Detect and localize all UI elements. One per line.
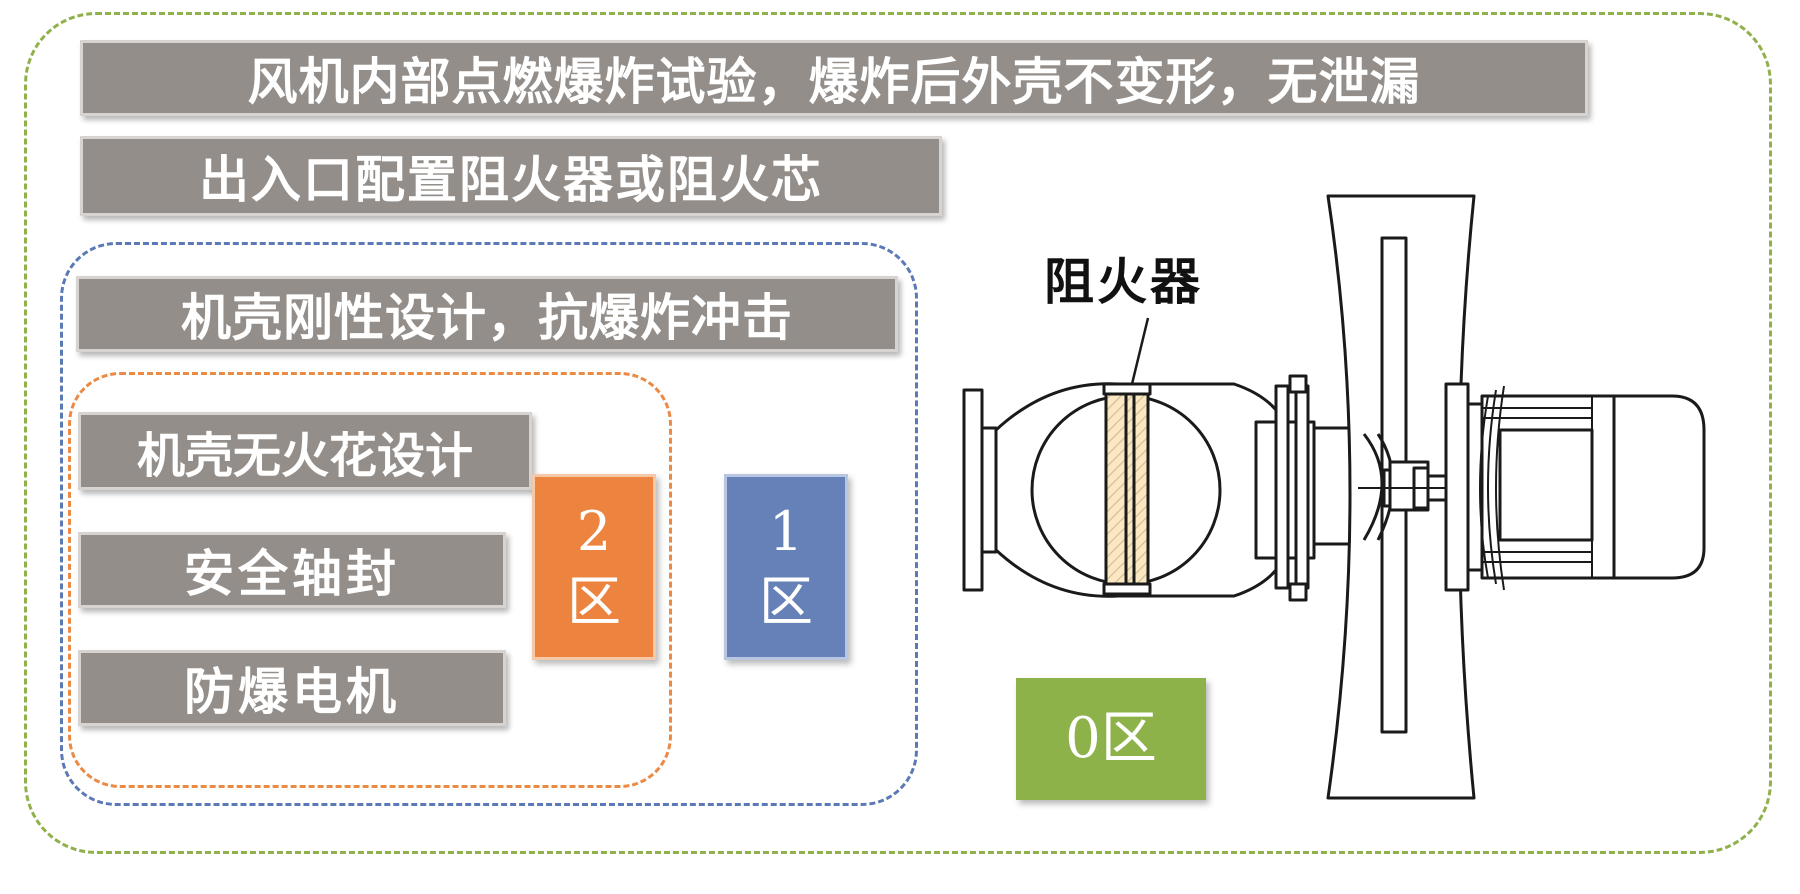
zone-1-badge: 1 区 xyxy=(724,474,848,660)
zone-1-char: 区 xyxy=(759,570,813,633)
zone-0-char: 区 xyxy=(1100,706,1157,771)
fan-hub xyxy=(1358,433,1452,541)
zone-1-boundary xyxy=(60,242,918,806)
zone-0-number: 0 xyxy=(1065,706,1101,771)
explosion-proof-motor-label: 防爆电机 xyxy=(78,650,506,726)
arrester-leader-line xyxy=(1130,317,1150,385)
zone-1-number: 1 xyxy=(768,500,804,563)
zone-2-number: 2 xyxy=(576,500,612,563)
inlet-flange xyxy=(962,388,998,592)
zone-2-boundary xyxy=(68,372,672,788)
outlet-flange xyxy=(1254,374,1358,602)
zone-2-badge: 2 区 xyxy=(532,474,656,660)
safety-shaft-seal-label: 安全轴封 xyxy=(78,532,506,608)
zone-0-boundary xyxy=(24,12,1772,854)
flame-arrester-caption: 阻火器 xyxy=(1044,252,1203,311)
explosion-proof-motor-drawing xyxy=(1444,382,1706,592)
internal-explosion-test-label: 风机内部点燃爆炸试验，爆炸后外壳不变形，无泄漏 xyxy=(80,40,1588,116)
rigid-casing-label: 机壳刚性设计，抗爆炸冲击 xyxy=(76,276,898,352)
flame-arrester-config-label: 出入口配置阻火器或阻火芯 xyxy=(80,136,942,216)
zone-2-char: 区 xyxy=(567,570,621,633)
flame-arrester-element xyxy=(1102,382,1152,596)
no-spark-casing-label: 机壳无火花设计 xyxy=(78,412,532,490)
